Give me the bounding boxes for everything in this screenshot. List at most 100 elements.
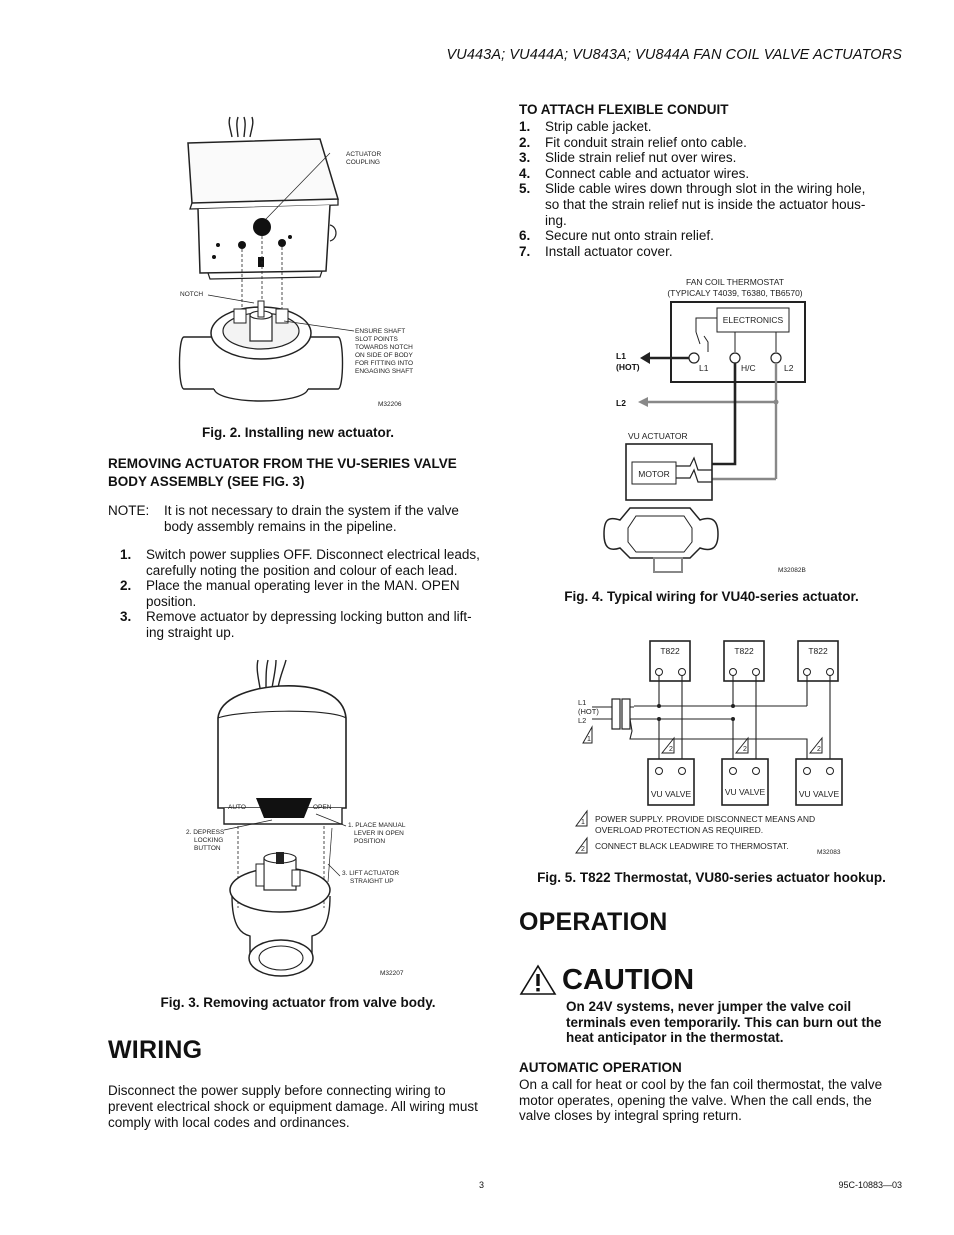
fig2-code: M32206 [378, 401, 402, 408]
conduit-heading: TO ATTACH FLEXIBLE CONDUIT [519, 102, 729, 117]
fig5-marker-2c: 2 [817, 746, 821, 753]
fig2-label-ensure-2: SLOT POINTS [355, 336, 399, 343]
fig4-label-hot: (HOT) [616, 362, 640, 372]
fig2-caption: Fig. 2. Installing new actuator. [201, 425, 395, 440]
fig5-valve-3: VU VALVE [799, 789, 840, 799]
fig4-code: M32082B [778, 567, 806, 574]
conduit-step: 6.Secure nut onto strain relief. [519, 228, 714, 244]
fig5-wiring-diagram: T822 T822 T822 L1 (HOT) L2 1 2 2 2 VU VA… [575, 640, 843, 856]
wiring-text: Disconnect the power supply before conne… [108, 1083, 508, 1131]
removing-step: 1.Switch power supplies OFF. Disconnect … [120, 547, 480, 578]
wiring-text-line2: prevent electrical shock or equipment da… [108, 1099, 478, 1114]
fig3-code: M32207 [380, 970, 404, 977]
fig4-terminal-l1: L1 [699, 363, 709, 373]
fig3-label-lift-2: STRAIGHT UP [350, 878, 394, 885]
fig4-wiring-diagram: FAN COIL THERMOSTAT (TYPICALY T4039, T63… [603, 277, 806, 574]
fig3-label-depress-1: 2. DEPRESS [186, 829, 225, 836]
fig4-label-electronics: ELECTRONICS [723, 315, 784, 325]
page-number: 3 [479, 1180, 485, 1190]
caution-triangle-icon [519, 964, 557, 995]
fig4-label-l1: L1 [616, 351, 626, 361]
fig5-marker-2a: 2 [669, 746, 673, 753]
fig3-label-lift-1: 3. LIFT ACTUATOR [342, 870, 399, 877]
caution-line3: heat anticipator in the thermostat. [566, 1030, 784, 1046]
fig3-label-depress-3: BUTTON [194, 845, 221, 852]
fig4-label-thermostat-2: (TYPICALY T4039, T6380, TB6570) [667, 288, 802, 298]
fig5-valve-1: VU VALVE [651, 789, 692, 799]
fig5-thermostat-3 [797, 640, 839, 682]
wiring-text-line1: Disconnect the power supply before conne… [108, 1083, 446, 1098]
conduit-step: 7.Install actuator cover. [519, 243, 673, 259]
document-header-title: VU443A; VU444A; VU843A; VU844A FAN COIL … [446, 47, 902, 63]
fig5-note1-line2: OVERLOAD PROTECTION AS REQUIRED. [595, 825, 763, 835]
fig5-caption: Fig. 5. T822 Thermostat, VU80-series act… [537, 870, 886, 885]
conduit-step: 3.Slide strain relief nut over wires. [519, 150, 737, 166]
fig2-label-ensure-6: ENGAGING SHAFT [355, 368, 413, 375]
fig5-note-marker-2: 2 [581, 846, 585, 853]
conduit-step: 5.Slide cable wires down through slot in… [519, 181, 866, 228]
note-line2: body assembly remains in the pipeline. [164, 519, 397, 534]
auto-line2: motor operates, opening the valve. When … [519, 1092, 872, 1108]
automatic-operation-heading: AUTOMATIC OPERATION [519, 1060, 682, 1075]
fig3-label-manual-2: LEVER IN OPEN [354, 830, 404, 837]
fig2-label-coupling-1: ACTUATOR [346, 151, 381, 158]
fig5-label-l2: L2 [578, 716, 586, 725]
fig5-thermostat-2 [723, 640, 765, 682]
removing-step: 2.Place the manual operating lever in th… [120, 578, 460, 609]
fig2-label-ensure-1: ENSURE SHAFT [355, 328, 405, 335]
fig3-label-auto: AUTO [228, 804, 246, 811]
fig4-label-thermostat-1: FAN COIL THERMOSTAT [686, 277, 784, 287]
fig5-valve-2: VU VALVE [725, 787, 766, 797]
fig5-marker-1: 1 [587, 736, 591, 743]
fig2-installing-actuator-drawing: ACTUATOR COUPLING NOTCH ENSURE SHAFT SLO… [178, 116, 413, 408]
fig5-label-l1: L1 [578, 698, 586, 707]
operation-heading: OPERATION [519, 908, 668, 936]
conduit-step: 2.Fit conduit strain relief onto cable. [519, 134, 747, 150]
removing-note: NOTE: It is not necessary to drain the s… [108, 503, 498, 535]
fig4-caption: Fig. 4. Typical wiring for VU40-series a… [564, 589, 859, 604]
removing-heading-line2: BODY ASSEMBLY (SEE FIG. 3) [108, 474, 305, 489]
fig3-label-manual-1: 1. PLACE MANUAL [348, 822, 406, 829]
fig5-t822-3: T822 [808, 646, 828, 656]
removing-steps-list: 1.Switch power supplies OFF. Disconnect … [108, 547, 498, 641]
auto-line3: valve closes by integral spring return. [519, 1108, 742, 1124]
fig2-label-ensure-3: TOWARDS NOTCH [355, 344, 413, 351]
fig3-label-depress-2: LOCKING [194, 837, 223, 844]
auto-line1: On a call for heat or cool by the fan co… [519, 1077, 883, 1092]
caution-heading: CAUTION [562, 964, 695, 996]
fig2-label-ensure-5: FOR FITTING INTO [355, 360, 413, 367]
fig4-label-l2: L2 [616, 398, 626, 408]
caution-warning: On 24V systems, never jumper the valve c… [566, 999, 882, 1046]
caution-line2: terminals even temporarily. This can bur… [566, 1014, 882, 1030]
conduit-step: 1.Strip cable jacket. [519, 119, 652, 134]
fig5-t822-2: T822 [734, 646, 754, 656]
conduit-step: 4.Connect cable and actuator wires. [519, 165, 750, 181]
fig4-label-vu-actuator: VU ACTUATOR [628, 431, 688, 441]
fig5-marker-2b: 2 [743, 746, 747, 753]
note-line1: It is not necessary to drain the system … [164, 503, 459, 518]
fig5-code: M32083 [817, 849, 841, 856]
fig2-label-coupling-2: COUPLING [346, 159, 380, 166]
document-code: 95C-10883—03 [838, 1180, 902, 1190]
wiring-heading: WIRING [108, 1036, 203, 1064]
fig5-label-hot: (HOT) [578, 707, 599, 716]
wiring-text-line3: comply with local codes and ordinances. [108, 1115, 350, 1130]
fig3-caption: Fig. 3. Removing actuator from valve bod… [160, 995, 436, 1010]
fig3-label-open: OPEN [313, 804, 332, 811]
caution-line1: On 24V systems, never jumper the valve c… [566, 999, 852, 1014]
fig5-t822-1: T822 [660, 646, 680, 656]
fig5-note-marker-1: 1 [581, 819, 585, 826]
fig2-label-notch: NOTCH [180, 291, 203, 298]
note-label: NOTE: [108, 503, 150, 518]
automatic-operation-text: On a call for heat or cool by the fan co… [519, 1077, 914, 1124]
fig4-label-motor: MOTOR [638, 469, 669, 479]
removing-heading-line1: REMOVING ACTUATOR FROM THE VU-SERIES VAL… [108, 456, 457, 471]
fig3-label-manual-3: POSITION [354, 838, 385, 845]
fig4-terminal-l2: L2 [784, 363, 794, 373]
fig5-thermostat-1 [649, 640, 691, 682]
fig3-removing-actuator-drawing: AUTO OPEN 2. DEPRESS LOCKING BUTTON 1. P… [186, 659, 406, 977]
fig2-label-ensure-4: ON SIDE OF BODY [355, 352, 413, 359]
fig5-note1-line1: POWER SUPPLY. PROVIDE DISCONNECT MEANS A… [595, 814, 815, 824]
removing-step: 3.Remove actuator by depressing locking … [120, 609, 472, 640]
fig5-note2: CONNECT BLACK LEADWIRE TO THERMOSTAT. [595, 841, 789, 851]
